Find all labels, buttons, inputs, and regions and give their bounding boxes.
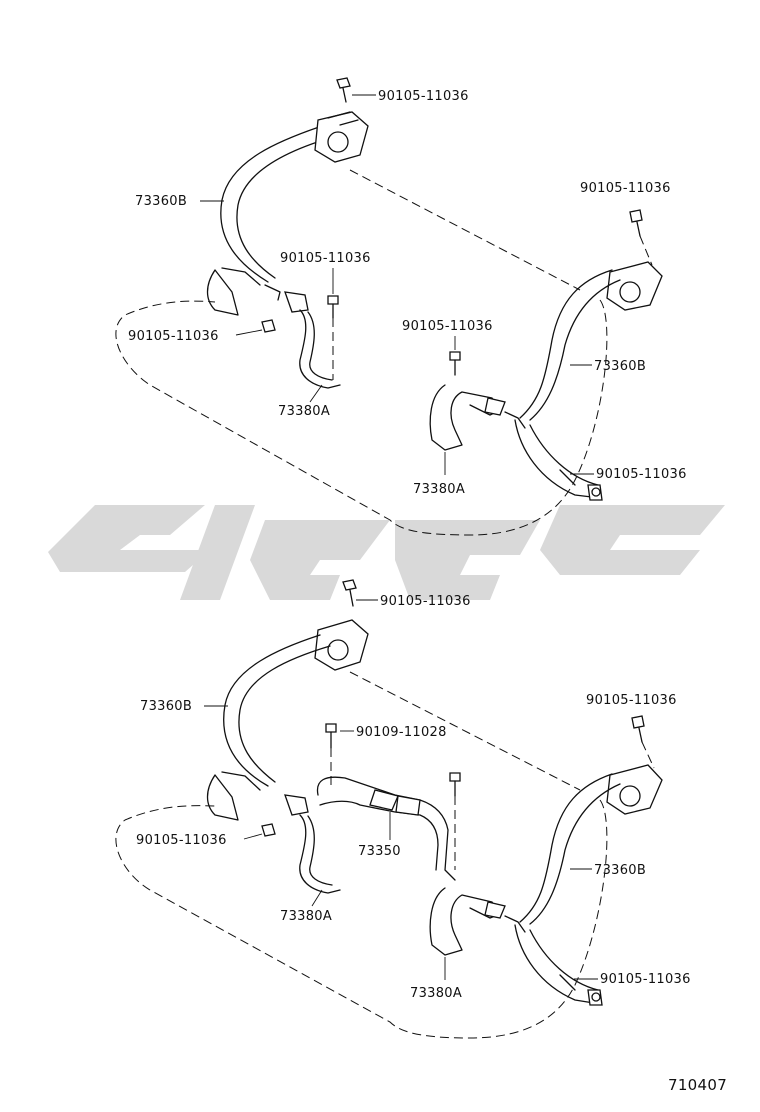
buckle-icon	[284, 291, 309, 313]
label-lower-belt-left: 73360B	[140, 699, 192, 714]
label-upper-buckle-left: 73380A	[278, 404, 330, 419]
lower-assembly: 90105-11036 73360B 73380A 90105-11036 90…	[115, 579, 691, 1039]
buckle-right-strap	[429, 384, 501, 451]
bolt-icon	[261, 823, 276, 837]
label-lower-center-belt: 73350	[358, 844, 401, 859]
label-upper-bolt-top: 90105-11036	[378, 89, 469, 104]
bolt-icon	[449, 351, 461, 376]
label-upper-belt-right: 73360B	[594, 359, 646, 374]
buckle-strap-left	[206, 267, 261, 316]
retractor-icon	[606, 764, 663, 815]
label-lower-buckle-right: 73380A	[410, 986, 462, 1001]
belt-left	[220, 124, 331, 283]
bolt-icon	[587, 484, 603, 501]
label-upper-buckle-right: 73380A	[413, 482, 465, 497]
buckle-left-strap	[299, 814, 341, 894]
retractor-icon	[314, 619, 369, 671]
belt-left	[223, 634, 331, 787]
watermark-logo	[48, 505, 725, 600]
bolt-icon	[336, 77, 351, 103]
label-upper-bolt-left: 90105-11036	[128, 329, 219, 344]
label-lower-bolt-center: 90109-11028	[356, 725, 447, 740]
buckle-icon	[484, 397, 506, 416]
label-lower-belt-right: 73360B	[594, 863, 646, 878]
bolt-icon	[449, 772, 461, 797]
bolt-icon	[327, 295, 339, 319]
bolt-icon	[587, 989, 603, 1006]
label-lower-bolt-right-low: 90105-11036	[600, 972, 691, 987]
bolt-icon	[261, 319, 276, 333]
label-lower-bolt-right-top: 90105-11036	[586, 693, 677, 708]
drawing-number: 710407	[668, 1076, 727, 1094]
label-lower-bolt-left: 90105-11036	[136, 833, 227, 848]
label-upper-bolt-mid: 90105-11036	[280, 251, 371, 266]
buckle-icon	[484, 901, 506, 919]
buckle-icon	[369, 789, 421, 816]
bolt-icon	[342, 579, 357, 607]
buckle-right-strap	[429, 887, 501, 956]
bolt-icon	[325, 723, 337, 749]
buckle-left-strap	[299, 309, 341, 389]
label-upper-bolt-right-top: 90105-11036	[580, 181, 671, 196]
retractor-icon	[314, 111, 369, 163]
buckle-icon	[284, 794, 309, 816]
upper-assembly: 90105-11036 73360B 73380A 90105-11036 90…	[115, 77, 687, 536]
seat-outline	[115, 671, 608, 1039]
belt-right	[519, 773, 621, 925]
bolt-icon	[629, 209, 643, 237]
belt-right	[519, 269, 621, 421]
label-upper-bolt-center: 90105-11036	[402, 319, 493, 334]
bolt-icon	[631, 715, 645, 743]
seat-outline	[115, 169, 608, 536]
label-lower-bolt-top: 90105-11036	[380, 594, 471, 609]
label-lower-buckle-left: 73380A	[280, 909, 332, 924]
retractor-icon	[606, 261, 663, 311]
label-upper-belt-left: 73360B	[135, 194, 187, 209]
label-upper-bolt-right-low: 90105-11036	[596, 467, 687, 482]
